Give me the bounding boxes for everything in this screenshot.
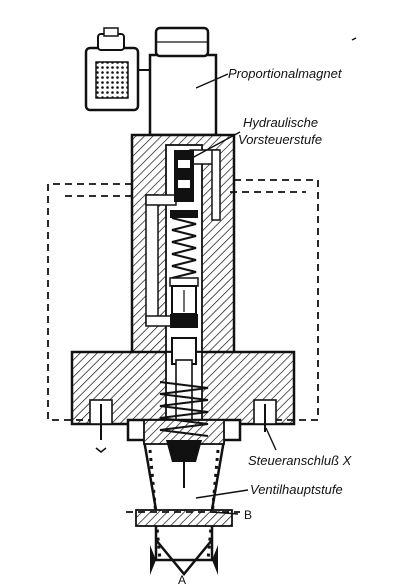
proportional-magnet	[84, 26, 218, 137]
label-proportional-magnet: Proportionalmagnet	[228, 66, 343, 81]
mounting-bolt-right	[253, 399, 277, 432]
pilot-spool	[174, 150, 194, 202]
label-hydraulic-pilot-line1: Hydraulische	[243, 115, 318, 130]
main-poppet	[166, 440, 202, 462]
mounting-bolt-left	[89, 399, 113, 453]
pilot-lines-dashed	[47, 179, 319, 513]
label-hydraulic-pilot-line2: Vorsteuerstufe	[238, 132, 322, 147]
label-control-port: Steueranschluß X	[248, 453, 353, 468]
main-housing	[70, 337, 296, 453]
label-port-b: B	[244, 508, 252, 522]
main-spring	[159, 381, 209, 437]
label-port-a: A	[178, 573, 186, 586]
main-stage-cartridge	[126, 381, 242, 576]
magnet-connector-grid	[95, 61, 129, 99]
pilot-stage-body	[130, 133, 236, 357]
pilot-channel-left	[145, 194, 159, 326]
label-main-stage: Ventilhauptstufe	[250, 482, 343, 497]
corner-tick	[351, 37, 357, 41]
pilot-spring-upper	[171, 217, 197, 279]
leader-lines	[191, 73, 277, 515]
magnet-body	[148, 53, 218, 137]
